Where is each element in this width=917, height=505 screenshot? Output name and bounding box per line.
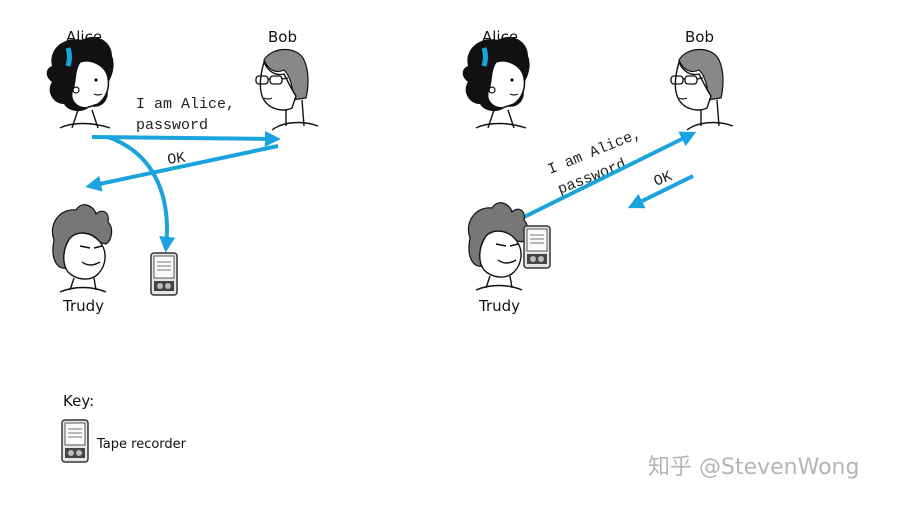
tape-recorder-icon xyxy=(523,225,551,269)
message-line1: I am Alice, xyxy=(136,96,235,113)
bob-icon xyxy=(255,48,319,131)
ok-arrow xyxy=(627,174,694,209)
ok-arrow xyxy=(85,144,279,192)
key-legend: Key: Tape recorder xyxy=(61,392,187,463)
alice-icon xyxy=(463,37,530,128)
left-panel: Alice Bob I am Alice, password OK Trudy xyxy=(47,28,319,315)
replay-arrow xyxy=(519,131,697,221)
trudy-label: Trudy xyxy=(62,297,104,315)
trudy-icon xyxy=(467,201,529,291)
tape-recorder-icon xyxy=(61,419,89,463)
login-arrow xyxy=(91,130,281,147)
right-panel: Alice Bob I am Alice, password OK Trudy xyxy=(463,28,734,315)
record-arrow xyxy=(107,135,176,253)
trudy-icon xyxy=(51,203,113,293)
watermark: 知乎 @StevenWong xyxy=(648,455,859,480)
ok-reply: OK xyxy=(652,168,675,191)
bob-label: Bob xyxy=(685,28,714,46)
trudy-label: Trudy xyxy=(478,297,520,315)
key-title: Key: xyxy=(63,392,94,410)
alice-icon xyxy=(47,37,114,128)
ok-reply: OK xyxy=(166,150,186,169)
message-line2: password xyxy=(136,117,208,134)
tape-recorder-icon xyxy=(150,252,178,296)
tape-recorder-label: Tape recorder xyxy=(96,437,187,452)
bob-icon xyxy=(670,48,734,131)
bob-label: Bob xyxy=(268,28,297,46)
